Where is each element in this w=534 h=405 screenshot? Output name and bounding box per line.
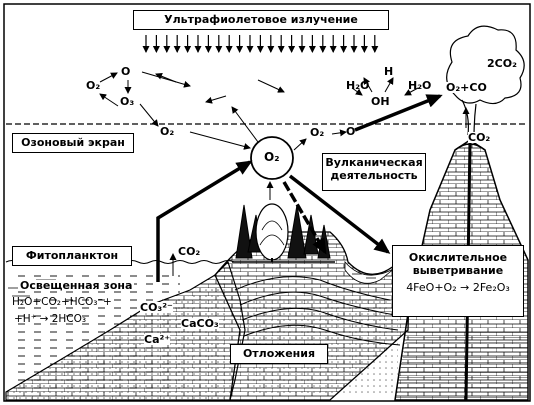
water-oh: OH [371, 95, 390, 108]
ocean-calcium: Ca²⁺ [144, 333, 171, 346]
deposits-label: Отложения [230, 344, 328, 364]
water-h2o-left: H₂O [346, 79, 370, 92]
volcanic-activity-label: Вулканическая деятельность [322, 153, 426, 191]
ozone-o2-mid: O₂ [160, 125, 175, 138]
ozone-screen-label: Озоновый экран [12, 133, 134, 153]
ocean-equation-line2: +H⁺ → 2HCO₃ [14, 313, 87, 325]
uv-radiation-arrows [142, 35, 379, 53]
ozone-o2-left: O₂ [86, 79, 101, 92]
ozone-o-right: O [346, 125, 356, 138]
oxidative-weathering-line1: Окислительное [408, 251, 508, 264]
volcano-co2: CO₂ [468, 131, 491, 144]
forest [232, 203, 335, 263]
volcano-2co2: 2CO₂ [487, 57, 517, 70]
ocean-equation-line1: H₂O+CO₂+HCO₃⁻+ [12, 296, 112, 308]
water-h2o-right: H₂O [408, 79, 432, 92]
major-oxygen-flows [156, 94, 443, 282]
ocean-co2: CO₂ [178, 245, 201, 258]
ozone-o: O [121, 65, 131, 78]
oxygen-center-label: O₂ [264, 150, 280, 164]
ozone-o2-right: O₂ [310, 126, 325, 139]
lit-zone-label: Освещенная зона [18, 279, 135, 292]
oxidative-weathering-line2: выветривание [412, 263, 504, 277]
ocean-caco3: CaCO₃ [181, 317, 219, 330]
water-h: H [384, 65, 394, 78]
phytoplankton-label: Фитопланктон [12, 246, 132, 266]
volcanic-activity-line1: Вулканическая [325, 156, 423, 169]
ocean-carbonate: CO₃²⁻ [140, 301, 173, 314]
volcanic-activity-line2: деятельность [330, 168, 418, 182]
ozone-o3: O₃ [120, 95, 135, 108]
uv-radiation-banner: Ультрафиолетовое излучение [133, 10, 389, 30]
oxidative-weathering-box: Окислительное выветривание 4FeO+O₂ → 2Fe… [392, 245, 524, 317]
oxygen-center-node [250, 136, 294, 180]
oxidation-equation: 4FeO+O₂ → 2Fe₂O₃ [406, 281, 510, 295]
volcano-o2-co: O₂+CO [446, 81, 487, 94]
ozone-cycle-arrows [99, 71, 470, 276]
